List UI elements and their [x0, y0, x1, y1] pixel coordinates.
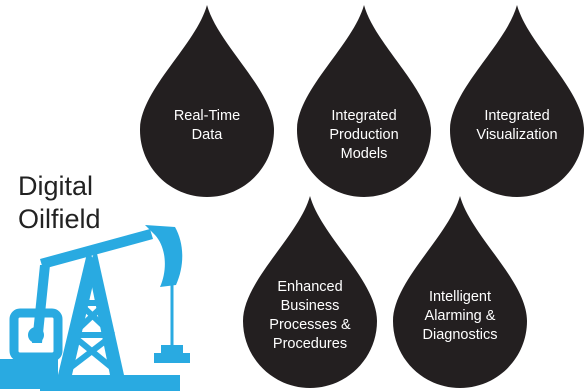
title-line-2: Oilfield — [18, 204, 101, 234]
drop-intelligent-alarming-diagnostics: Intelligent Alarming & Diagnostics — [393, 196, 527, 388]
drop-label-line: Integrated — [484, 108, 550, 124]
drop-label-line: Production — [329, 127, 399, 143]
drop-label-line: Models — [340, 146, 388, 162]
drop-label-line: Diagnostics — [422, 327, 498, 343]
diagram-title: Digital Oilfield — [18, 170, 138, 236]
drop-label-line: Procedures — [272, 336, 348, 352]
drop-label: Integrated Visualization — [450, 107, 584, 145]
drop-integrated-production-models: Integrated Production Models — [297, 5, 431, 197]
drop-label-line: Integrated — [331, 108, 397, 124]
oil-drop-shape — [450, 5, 584, 197]
drop-real-time-data: Real-Time Data — [140, 5, 274, 197]
drop-label-line: Enhanced — [277, 279, 343, 295]
title-line-1: Digital — [18, 171, 94, 201]
drop-integrated-visualization: Integrated Visualization — [450, 5, 584, 197]
drop-label: Intelligent Alarming & Diagnostics — [393, 288, 527, 345]
drop-label: Integrated Production Models — [297, 107, 431, 164]
drop-label-line: Intelligent — [428, 289, 492, 305]
drop-label-line: Alarming & — [424, 308, 496, 324]
drop-label-line: Processes & — [269, 317, 351, 333]
drop-label: Enhanced Business Processes & Procedures — [243, 278, 377, 354]
drop-label: Real-Time Data — [140, 107, 274, 145]
oil-drop-shape — [243, 196, 377, 388]
drop-label-line: Visualization — [476, 127, 558, 143]
pumpjack-icon — [0, 225, 190, 391]
drop-label-line: Data — [191, 127, 223, 143]
drop-label-line: Business — [280, 298, 340, 314]
oil-drop-shape — [297, 5, 431, 197]
drop-label-line: Real-Time — [173, 108, 241, 124]
oil-drop-shape — [140, 5, 274, 197]
drop-enhanced-business-processes: Enhanced Business Processes & Procedures — [243, 196, 377, 388]
oil-drop-shape — [393, 196, 527, 388]
